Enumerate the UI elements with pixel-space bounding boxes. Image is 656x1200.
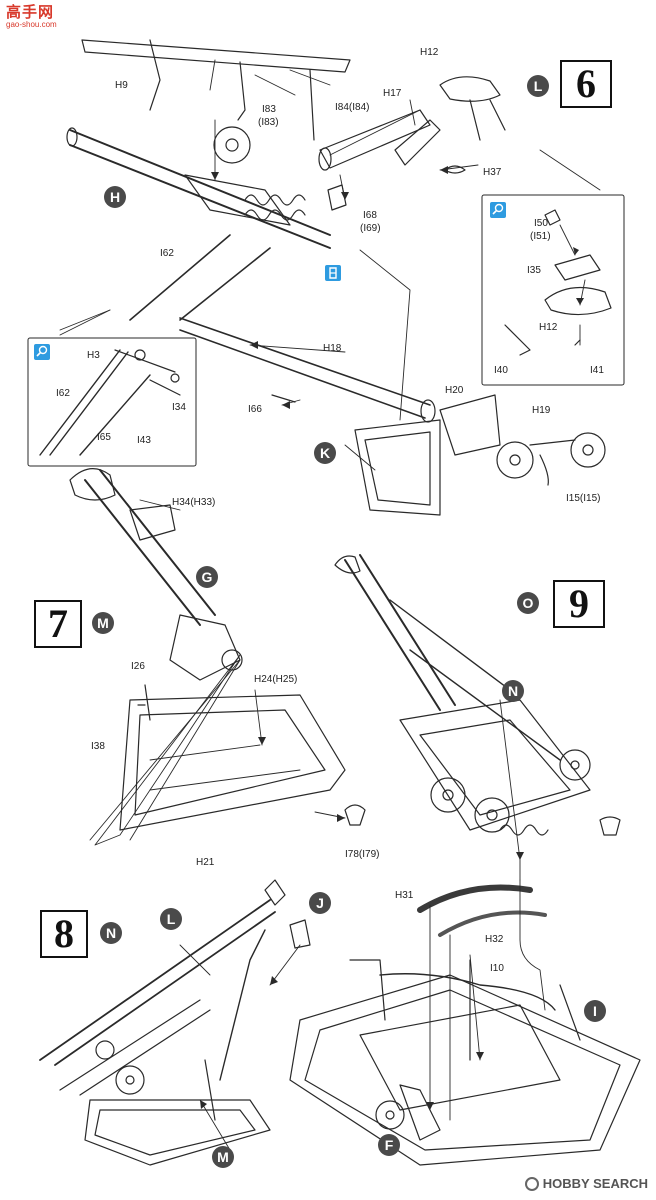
- step-8-box: 8: [40, 910, 88, 958]
- part-label: I15(I15): [566, 493, 601, 504]
- hobby-search-watermark: HOBBY SEARCH: [524, 1176, 648, 1191]
- part-label: H9: [115, 80, 128, 91]
- part-label: I78(I79): [345, 849, 380, 860]
- callout-F: F: [378, 1134, 400, 1156]
- part-label: H17: [383, 88, 402, 99]
- part-label: H3: [87, 350, 100, 361]
- hobby-search-logo-icon: [524, 1176, 539, 1191]
- part-label: H34(H33): [172, 497, 216, 508]
- watermark-chinese-text: 高手网: [6, 3, 55, 21]
- step-7-number: 7: [48, 601, 68, 646]
- step8-assembly: [39, 879, 311, 1166]
- callout-K: K: [314, 442, 336, 464]
- part-label: I62: [56, 388, 70, 399]
- part-label: I10: [490, 963, 504, 974]
- part-label: H18: [323, 343, 342, 354]
- part-label: I43: [137, 435, 151, 446]
- part-label: H32: [485, 934, 504, 945]
- part-label: I35: [527, 265, 541, 276]
- part-label: I34: [172, 402, 186, 413]
- callout-H: H: [104, 186, 126, 208]
- callout-I: I: [584, 1000, 606, 1022]
- step-8-callout: N: [100, 922, 122, 944]
- cement-glue-icon: [325, 265, 341, 281]
- hobby-search-text: HOBBY SEARCH: [542, 1176, 648, 1191]
- step-7-box: 7: [34, 600, 82, 648]
- part-label: I50: [534, 218, 548, 229]
- part-label: I66: [248, 404, 262, 415]
- part-label: H24(H25): [254, 674, 298, 685]
- step-9-number: 9: [569, 581, 589, 626]
- step6-barrel-assembly: [59, 39, 606, 516]
- part-label: H12: [539, 322, 558, 333]
- callout-J: J: [309, 892, 331, 914]
- part-label: I83: [262, 104, 276, 115]
- part-label: H19: [532, 405, 551, 416]
- step6-detail-left: [39, 349, 181, 456]
- step-7-callout: M: [92, 612, 114, 634]
- subpanel-frames: [27, 194, 625, 467]
- part-label: (I83): [258, 117, 279, 128]
- step-6-number: 6: [576, 61, 596, 106]
- part-label: H21: [196, 857, 215, 868]
- step-8-number: 8: [54, 911, 74, 956]
- part-label: I65: [97, 432, 111, 443]
- magnify-detail-icon: [490, 202, 506, 218]
- step6-detail-right: [504, 209, 612, 356]
- part-label: (I69): [360, 223, 381, 234]
- step-9-box: 9: [553, 580, 605, 628]
- callout-G: G: [196, 566, 218, 588]
- site-watermark: 高手网 gao-shou.com: [6, 4, 57, 29]
- watermark-url-text: gao-shou.com: [6, 20, 57, 29]
- step-6-box: 6: [560, 60, 612, 108]
- part-label: H12: [420, 47, 439, 58]
- part-label: I40: [494, 365, 508, 376]
- step7-carriage: [69, 468, 366, 846]
- part-label: I84(I84): [335, 102, 370, 113]
- part-label: I26: [131, 661, 145, 672]
- arrowheads: [200, 166, 584, 1110]
- part-label: I68: [363, 210, 377, 221]
- callout-M: M: [212, 1146, 234, 1168]
- step-9-callout: O: [517, 592, 539, 614]
- callout-N: N: [502, 680, 524, 702]
- part-label: H37: [483, 167, 502, 178]
- part-label: I62: [160, 248, 174, 259]
- part-label: I41: [590, 365, 604, 376]
- callout-L: L: [160, 908, 182, 930]
- part-label: H31: [395, 890, 414, 901]
- part-label: I38: [91, 741, 105, 752]
- part-label: (I51): [530, 231, 551, 242]
- step9-lower-carriage: [289, 879, 641, 1166]
- magnify-detail-icon: [34, 344, 50, 360]
- step-6-callout: L: [527, 75, 549, 97]
- part-label: H20: [445, 385, 464, 396]
